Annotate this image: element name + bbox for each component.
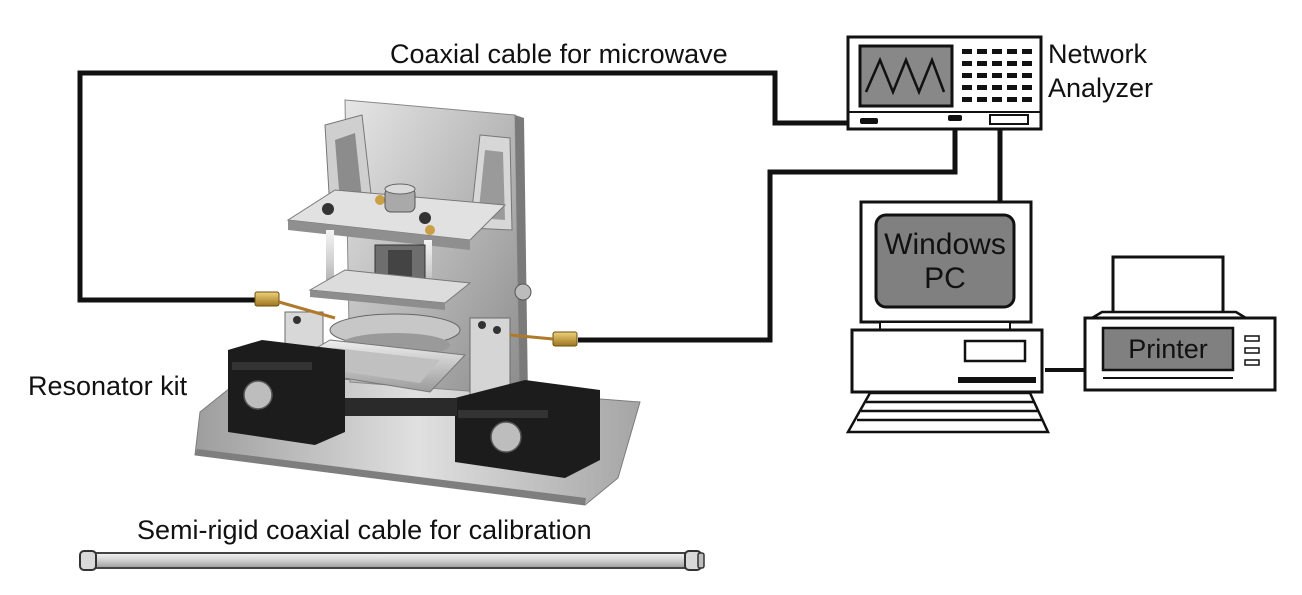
label-network-analyzer-line2: Analyzer (1048, 73, 1153, 103)
analyzer-keypad (962, 49, 1032, 102)
network-analyzer (846, 35, 1043, 131)
label-pc-line2: PC (924, 262, 966, 295)
analyzer-port-2 (948, 115, 962, 121)
label-network-analyzer-line1: Network (1048, 39, 1148, 69)
resonator-kit (194, 99, 641, 506)
middle-plate (308, 269, 472, 304)
printer (1083, 255, 1277, 392)
right-stage-block (455, 380, 600, 478)
label-pc-line1: Windows (884, 228, 1006, 261)
windows-pc (845, 200, 1050, 434)
label-coaxial-cable: Coaxial cable for microwave (390, 39, 728, 69)
label-printer: Printer (1128, 334, 1208, 364)
right-sma-connector (509, 331, 578, 347)
left-sma-connector (254, 291, 336, 320)
waveform-icon (864, 56, 946, 96)
coaxial-cable-left (77, 70, 862, 303)
pc-drive-slot (963, 339, 1027, 363)
label-semi-rigid-cable: Semi-rigid coaxial cable for calibration (137, 515, 592, 545)
analyzer-slot (989, 114, 1029, 125)
right-thumbscrew (490, 421, 522, 453)
pc-screen (874, 213, 1016, 309)
semi-rigid-cable (79, 550, 705, 571)
top-plate (286, 189, 507, 241)
label-resonator-kit: Resonator kit (28, 371, 188, 401)
coaxial-cable-right (578, 118, 958, 343)
left-thumbscrew (243, 380, 273, 410)
printer-panel (1101, 326, 1235, 372)
pc-keyboard (845, 391, 1050, 434)
analyzer-port-1 (860, 118, 878, 124)
printer-paper (1111, 255, 1225, 319)
right-coupling-block (469, 317, 511, 397)
